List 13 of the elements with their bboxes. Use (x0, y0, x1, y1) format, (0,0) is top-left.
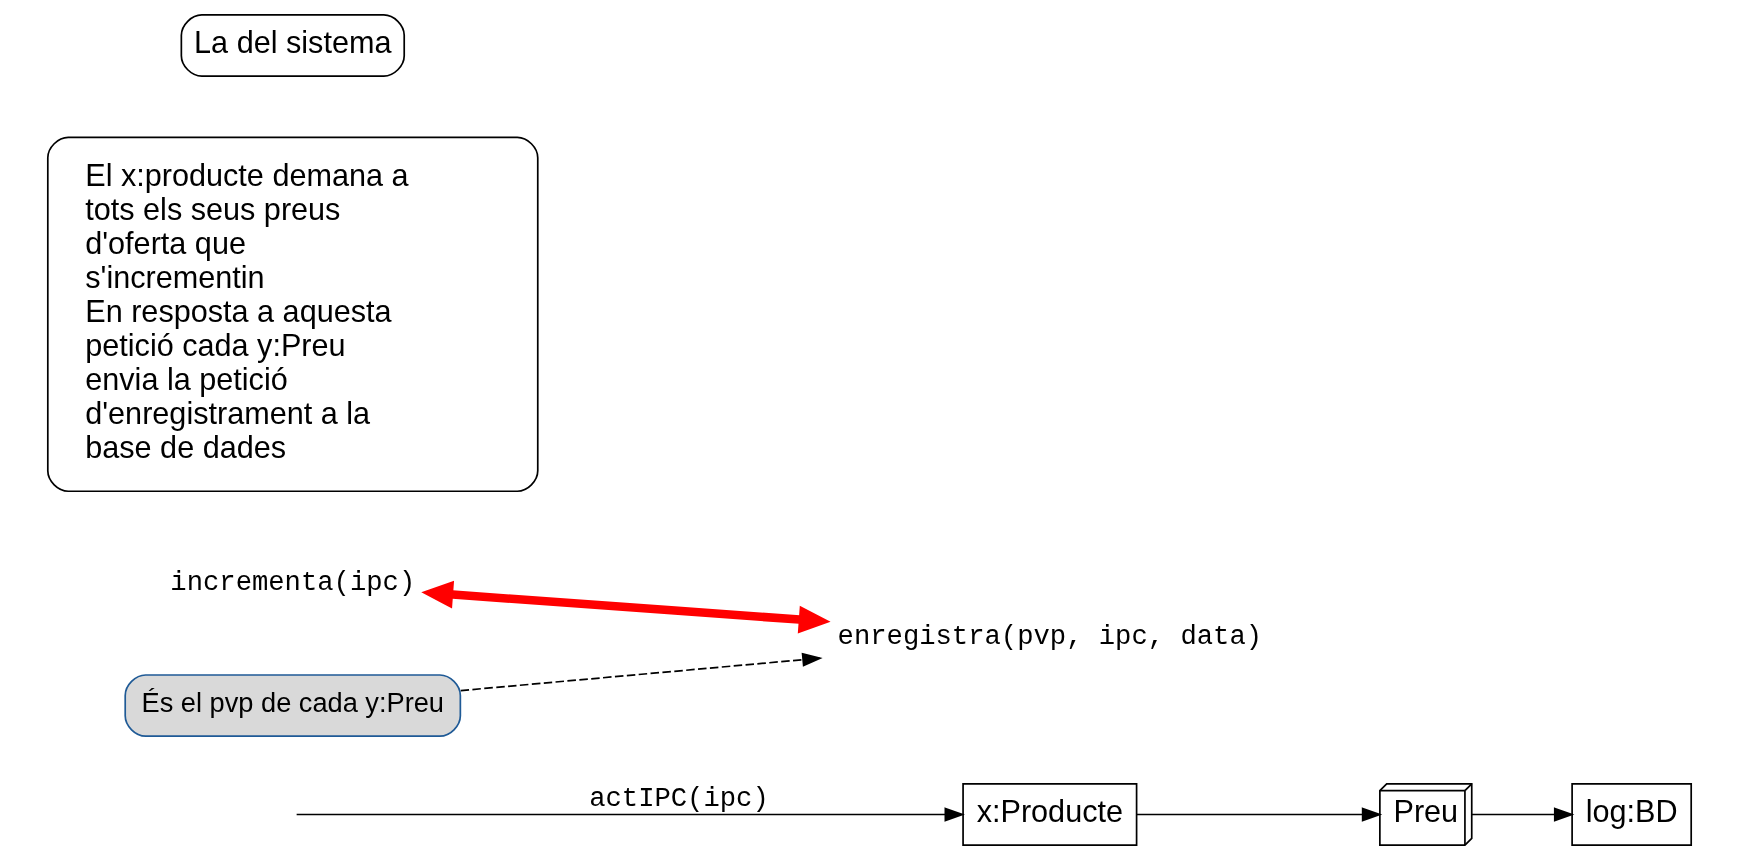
node-box: x:Producte (961, 783, 1137, 846)
edge-label: actIPC(ipc) (588, 782, 769, 814)
node-box: La del sistema (180, 14, 405, 77)
node-box: log:BD (1570, 783, 1692, 846)
arrow (295, 807, 965, 822)
node-box: El x:producte demana a tots els seus preus d'oferta que s'incrementin En resposta a aquesta petició cada y:Preu envia la petició d'enregistrament a la base de dades (46, 136, 539, 493)
node-text: incrementa(ipc) (169, 566, 415, 598)
node-box: És el pvp de cada y:Preu (123, 674, 461, 738)
arrow (420, 580, 831, 634)
arrow (1470, 807, 1574, 822)
node-text: enregistra(pvp, ipc, data) (837, 621, 1262, 653)
arrow (459, 652, 823, 692)
arrow (1135, 807, 1382, 822)
